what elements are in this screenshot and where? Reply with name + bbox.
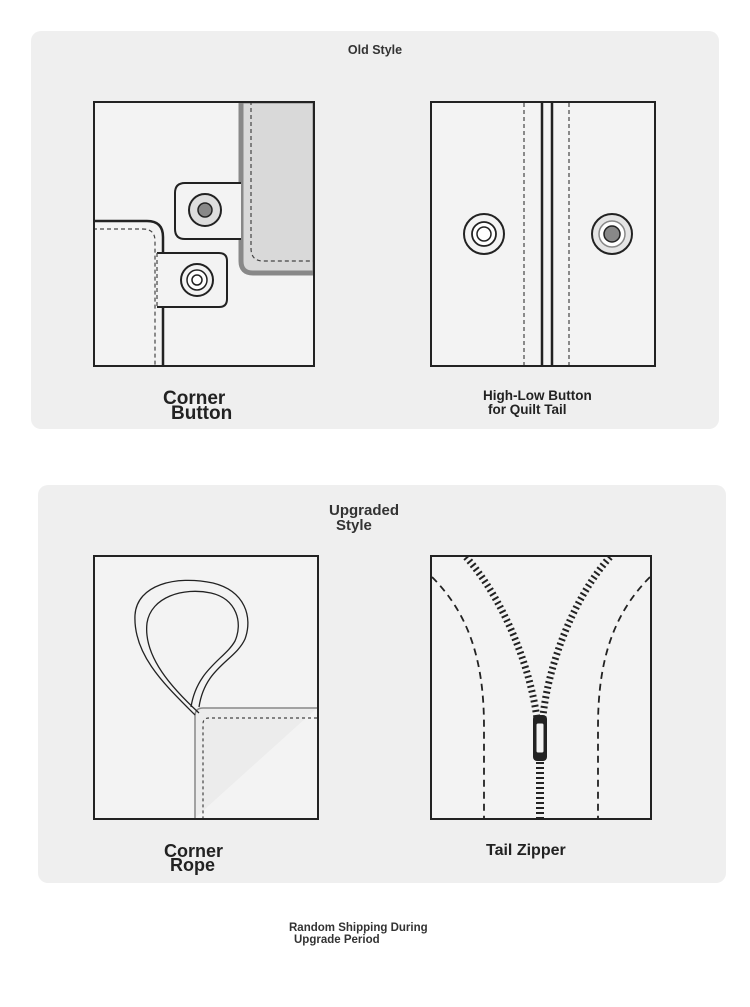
corner-button-icon xyxy=(95,103,313,365)
corner-rope-label-line2: Rope xyxy=(170,855,215,875)
corner-rope-label-line1: Corner xyxy=(164,841,224,861)
upgraded-style-title-line1: Upgraded xyxy=(329,502,400,519)
footer-note-line2: Upgrade Period xyxy=(294,934,380,946)
upgraded-style-title-line2: Style xyxy=(336,517,372,534)
corner-button-tile xyxy=(93,101,315,367)
snap-button-icon xyxy=(463,103,633,365)
corner-button-label-line2: Button xyxy=(171,403,233,424)
high-low-button-label-line2: for Quilt Tail xyxy=(488,402,567,417)
old-style-title: Old Style xyxy=(347,43,403,57)
high-low-button-label-line1: High-Low Button xyxy=(483,388,592,403)
high-low-button-tile xyxy=(430,101,656,367)
corner-button-label-line1: Corner xyxy=(163,388,226,409)
footer-note-line1: Random Shipping During xyxy=(289,922,428,934)
tail-zipper-label: Tail Zipper xyxy=(486,842,566,859)
rope-loop-icon xyxy=(134,579,317,818)
zipper-icon xyxy=(432,557,650,818)
corner-rope-tile xyxy=(93,555,319,820)
tail-zipper-tile xyxy=(430,555,652,820)
